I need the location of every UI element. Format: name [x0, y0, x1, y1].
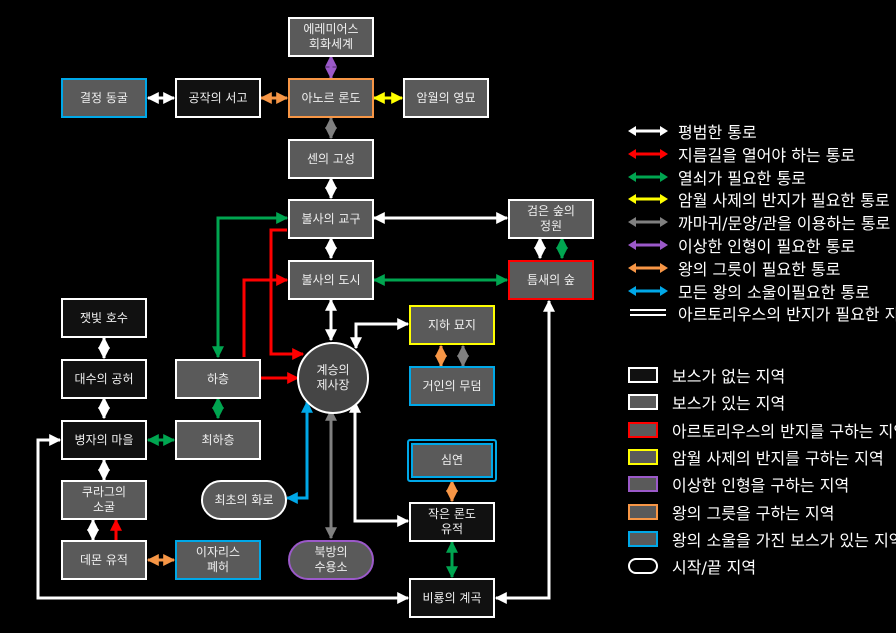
- legend-area-item: 보스가 없는 지역: [628, 366, 786, 386]
- node-tomb-of-giants[interactable]: 거인의 무덤: [409, 366, 495, 406]
- node-demon-ruins[interactable]: 데몬 유적: [61, 540, 147, 580]
- legend-area-item: 이상한 인형을 구하는 지역: [628, 475, 850, 496]
- legend-path-label: 열쇠가 필요한 통로: [678, 168, 806, 188]
- node-dukes-archives[interactable]: 공작의 서고: [175, 78, 261, 118]
- node-blighttown[interactable]: 병자의 마을: [61, 420, 147, 460]
- node-valley-of-drakes[interactable]: 비룡의 계곡: [409, 578, 495, 618]
- legend-path-item: 모든 왕의 소울이필요한 통로: [628, 282, 870, 302]
- legend-path-label: 왕의 그릇이 필요한 통로: [678, 259, 841, 279]
- legend-area-item: 시작/끝 지역: [628, 557, 757, 578]
- node-crystal-cave[interactable]: 결정 동굴: [61, 78, 147, 118]
- legend-swatch: [628, 394, 658, 411]
- node-darkroot-basin[interactable]: 틈새의 숲: [508, 260, 594, 300]
- legend-area-item: 왕의 소울을 가진 보스가 있는 지역: [628, 530, 896, 550]
- node-quelaags-domain[interactable]: 쿠라그의 소굴: [61, 480, 147, 520]
- legend-area-item: 보스가 있는 지역: [628, 393, 786, 414]
- node-undead-burg[interactable]: 불사의 도시: [288, 260, 374, 300]
- legend-path-label: 암월 사제의 반지가 필요한 통로: [678, 191, 890, 211]
- legend-path-label: 까마귀/문양/관을 이용하는 통로: [678, 214, 891, 234]
- legend-swatch: [628, 530, 658, 547]
- legend-path-item: 암월 사제의 반지가 필요한 통로: [628, 190, 890, 211]
- legend-area-label: 시작/끝 지역: [672, 558, 757, 578]
- legend-area-label: 왕의 그릇을 구하는 지역: [672, 503, 835, 523]
- legend-area-item: 암월 사제의 반지를 구하는 지역: [628, 448, 884, 468]
- double-arrow-icon: [628, 217, 668, 228]
- legend-area-label: 왕의 소울을 가진 보스가 있는 지역: [672, 530, 896, 550]
- legend-area-item: 아르토리우스의 반지를 구하는 지역: [628, 421, 896, 441]
- node-northern-asylum[interactable]: 북방의 수용소: [288, 540, 374, 580]
- link-depths-parish: [212, 212, 289, 359]
- node-catacombs[interactable]: 지하 묘지: [409, 305, 495, 345]
- legend-area-item: 왕의 그릇을 구하는 지역: [628, 503, 835, 523]
- double-arrow-icon: [628, 148, 668, 159]
- link-firelink-flame: [285, 400, 313, 504]
- node-depths[interactable]: 하층: [175, 359, 261, 399]
- double-arrow-icon: [628, 194, 668, 205]
- node-ash-lake[interactable]: 잿빛 호수: [61, 298, 147, 338]
- legend-path-label: 모든 왕의 소울이필요한 통로: [678, 282, 870, 302]
- legend-path-item: 열쇠가 필요한 통로: [628, 168, 806, 188]
- node-eremios[interactable]: 에레미어스 회화세계: [288, 17, 374, 57]
- legend-path-label: 평범한 통로: [678, 123, 757, 142]
- link-parish-firelink-red: [269, 228, 305, 360]
- node-firelink-shrine[interactable]: 계승의 제사장: [297, 342, 369, 414]
- legend-path-label: 이상한 인형이 필요한 통로: [678, 237, 856, 256]
- link-firelink-newlondo: [349, 400, 410, 527]
- node-abyss[interactable]: 심연: [407, 439, 497, 482]
- legend-path-item: 평범한 통로: [628, 122, 757, 142]
- legend-swatch: [628, 503, 658, 520]
- legend-path-label: 지름길을 열어야 하는 통로: [678, 145, 856, 165]
- legend-path-item: 지름길을 열어야 하는 통로: [628, 145, 856, 165]
- legend-path-item: 까마귀/문양/관을 이용하는 통로: [628, 213, 891, 234]
- node-kiln-of-first-flame[interactable]: 최초의 화로: [201, 480, 287, 520]
- legend-swatch: [628, 476, 658, 493]
- legend-path-item: 이상한 인형이 필요한 통로: [628, 236, 856, 256]
- legend-area-label: 보스가 없는 지역: [672, 367, 786, 386]
- legend-swatch: [628, 558, 658, 575]
- double-arrow-icon: [628, 285, 668, 296]
- double-arrow-icon: [628, 171, 668, 182]
- node-lower-depths[interactable]: 최하층: [175, 420, 261, 460]
- link-firelink-catacombs: [350, 318, 410, 350]
- legend-swatch: [628, 448, 658, 465]
- legend-area-label: 아르토리우스의 반지를 구하는 지역: [672, 421, 896, 441]
- legend-swatch: [628, 421, 658, 438]
- double-arrow-icon: [628, 126, 668, 136]
- legend-area-label: 보스가 있는 지역: [672, 394, 786, 414]
- legend-swatch: [628, 367, 658, 383]
- node-lost-izalith[interactable]: 이자리스 폐허: [175, 540, 261, 580]
- node-darkroot-garden[interactable]: 검은 숲의 정원: [508, 199, 594, 239]
- legend-path-item: 왕의 그릇이 필요한 통로: [628, 259, 841, 279]
- link-valley-blight: [36, 434, 410, 604]
- node-undead-parish[interactable]: 불사의 교구: [288, 199, 374, 239]
- double-line-icon: [630, 309, 666, 317]
- legend-path-item: 아르토리우스의 반지가 필요한 지역: [628, 304, 896, 325]
- node-great-hollow[interactable]: 대수의 공허: [61, 359, 147, 399]
- link-depths-burg-red: [242, 274, 289, 357]
- double-arrow-icon: [628, 262, 668, 273]
- node-tomb-of-gwyn[interactable]: 암월의 영묘: [403, 78, 489, 118]
- node-anor-londo[interactable]: 아노르 론도: [288, 78, 374, 118]
- legend-path-label: 아르토리우스의 반지가 필요한 지역: [678, 305, 896, 325]
- legend-area-label: 암월 사제의 반지를 구하는 지역: [672, 448, 884, 468]
- legend-area-label: 이상한 인형을 구하는 지역: [672, 476, 850, 496]
- double-arrow-icon: [628, 240, 668, 250]
- node-new-londo-ruins[interactable]: 작은 론도 유적: [409, 502, 495, 542]
- node-sens-fortress[interactable]: 센의 고성: [288, 139, 374, 179]
- link-basin-valley: [494, 299, 555, 604]
